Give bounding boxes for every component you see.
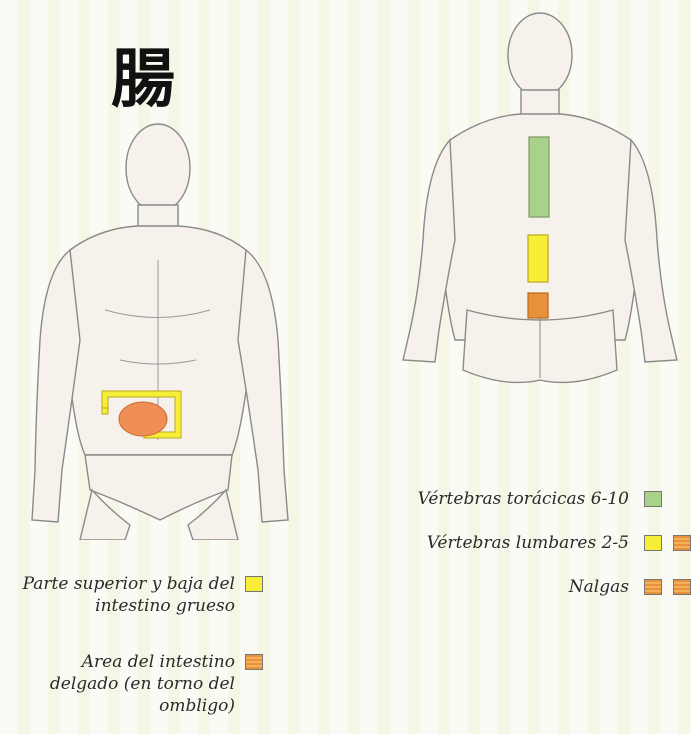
legend-text: Nalgas [369, 576, 629, 598]
yellow-swatch [644, 535, 662, 551]
green-swatch [644, 491, 662, 507]
legend-text: Parte superior y baja del [0, 573, 235, 595]
legend-text: Area del intestino [0, 651, 235, 673]
legend-text: delgado (en torno del [0, 673, 235, 695]
small-intestine-marker [119, 402, 167, 436]
legend-text: Vértebras lumbares 2-5 [369, 532, 629, 554]
legend-text: intestino grueso [0, 595, 235, 617]
yellow-swatch [245, 576, 263, 592]
orange-swatch [245, 654, 263, 670]
thoracic-vertebrae-marker [529, 137, 549, 217]
legend-text: ombligo) [0, 695, 235, 717]
orange-swatch-partial [673, 535, 691, 551]
front-body-figure [10, 110, 310, 540]
buttocks-marker [528, 293, 548, 318]
back-body-figure [395, 10, 691, 390]
lumbar-vertebrae-marker [528, 235, 548, 282]
orange-swatch [644, 579, 662, 595]
legend-text: Vértebras torácicas 6-10 [369, 488, 629, 510]
orange-swatch-partial [673, 579, 691, 595]
intestine-kanji: 腸 [98, 28, 188, 120]
